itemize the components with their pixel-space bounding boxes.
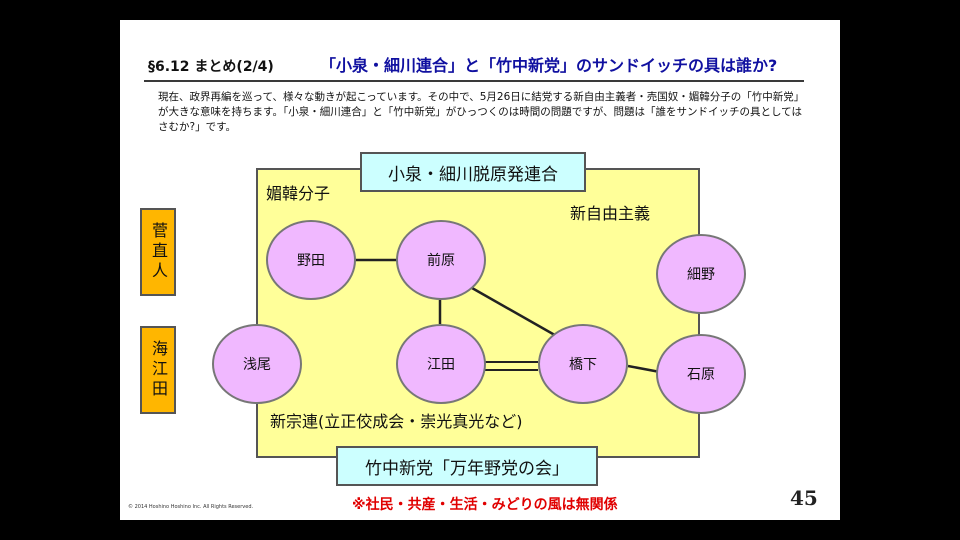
connection-lines	[355, 258, 661, 374]
body-paragraph: 現在、政界再編を巡って、様々な動きが起こっています。その中で、5月26日に結党す…	[158, 91, 805, 133]
footer-note: ※社民・共産・生活・みどりの風は無関係	[352, 497, 618, 513]
neoliberal-label: 新自由主義	[570, 204, 651, 223]
koizumi-hosokawa-label: 小泉・細川脱原発連合	[360, 152, 586, 192]
side-box-kan: 菅直人	[140, 208, 176, 296]
line-hashimoto-ishihara	[627, 364, 661, 374]
copyright-text: © 2014 Hoshino Hoshino Inc. All Rights R…	[128, 504, 254, 510]
node-asao: 浅尾	[212, 324, 302, 404]
node-hosono: 細野	[656, 234, 746, 314]
takenaka-party-label: 竹中新党「万年野党の会」	[336, 446, 598, 486]
slide-title: 「小泉・細川連合」と「竹中新党」のサンドイッチの具は誰か?	[320, 56, 778, 75]
side-box-kaieda: 海江田	[140, 326, 176, 414]
slide: §6.12 まとめ(2/4) 「小泉・細川連合」と「竹中新党」のサンドイッチの具…	[120, 20, 840, 520]
node-ishihara: 石原	[656, 334, 746, 414]
header-divider	[144, 80, 804, 82]
node-hashimoto: 橋下	[538, 324, 628, 404]
node-noda: 野田	[266, 220, 356, 300]
node-maehara: 前原	[396, 220, 486, 300]
node-eda: 江田	[396, 324, 486, 404]
religion-group-label: 新宗連(立正佼成会・崇光真光など)	[270, 412, 523, 431]
line-maehara-hashimoto	[471, 286, 561, 340]
section-number: §6.12 まとめ(2/4)	[148, 59, 274, 75]
pro-korea-label: 媚韓分子	[266, 184, 331, 203]
page-number: 45	[790, 486, 818, 510]
